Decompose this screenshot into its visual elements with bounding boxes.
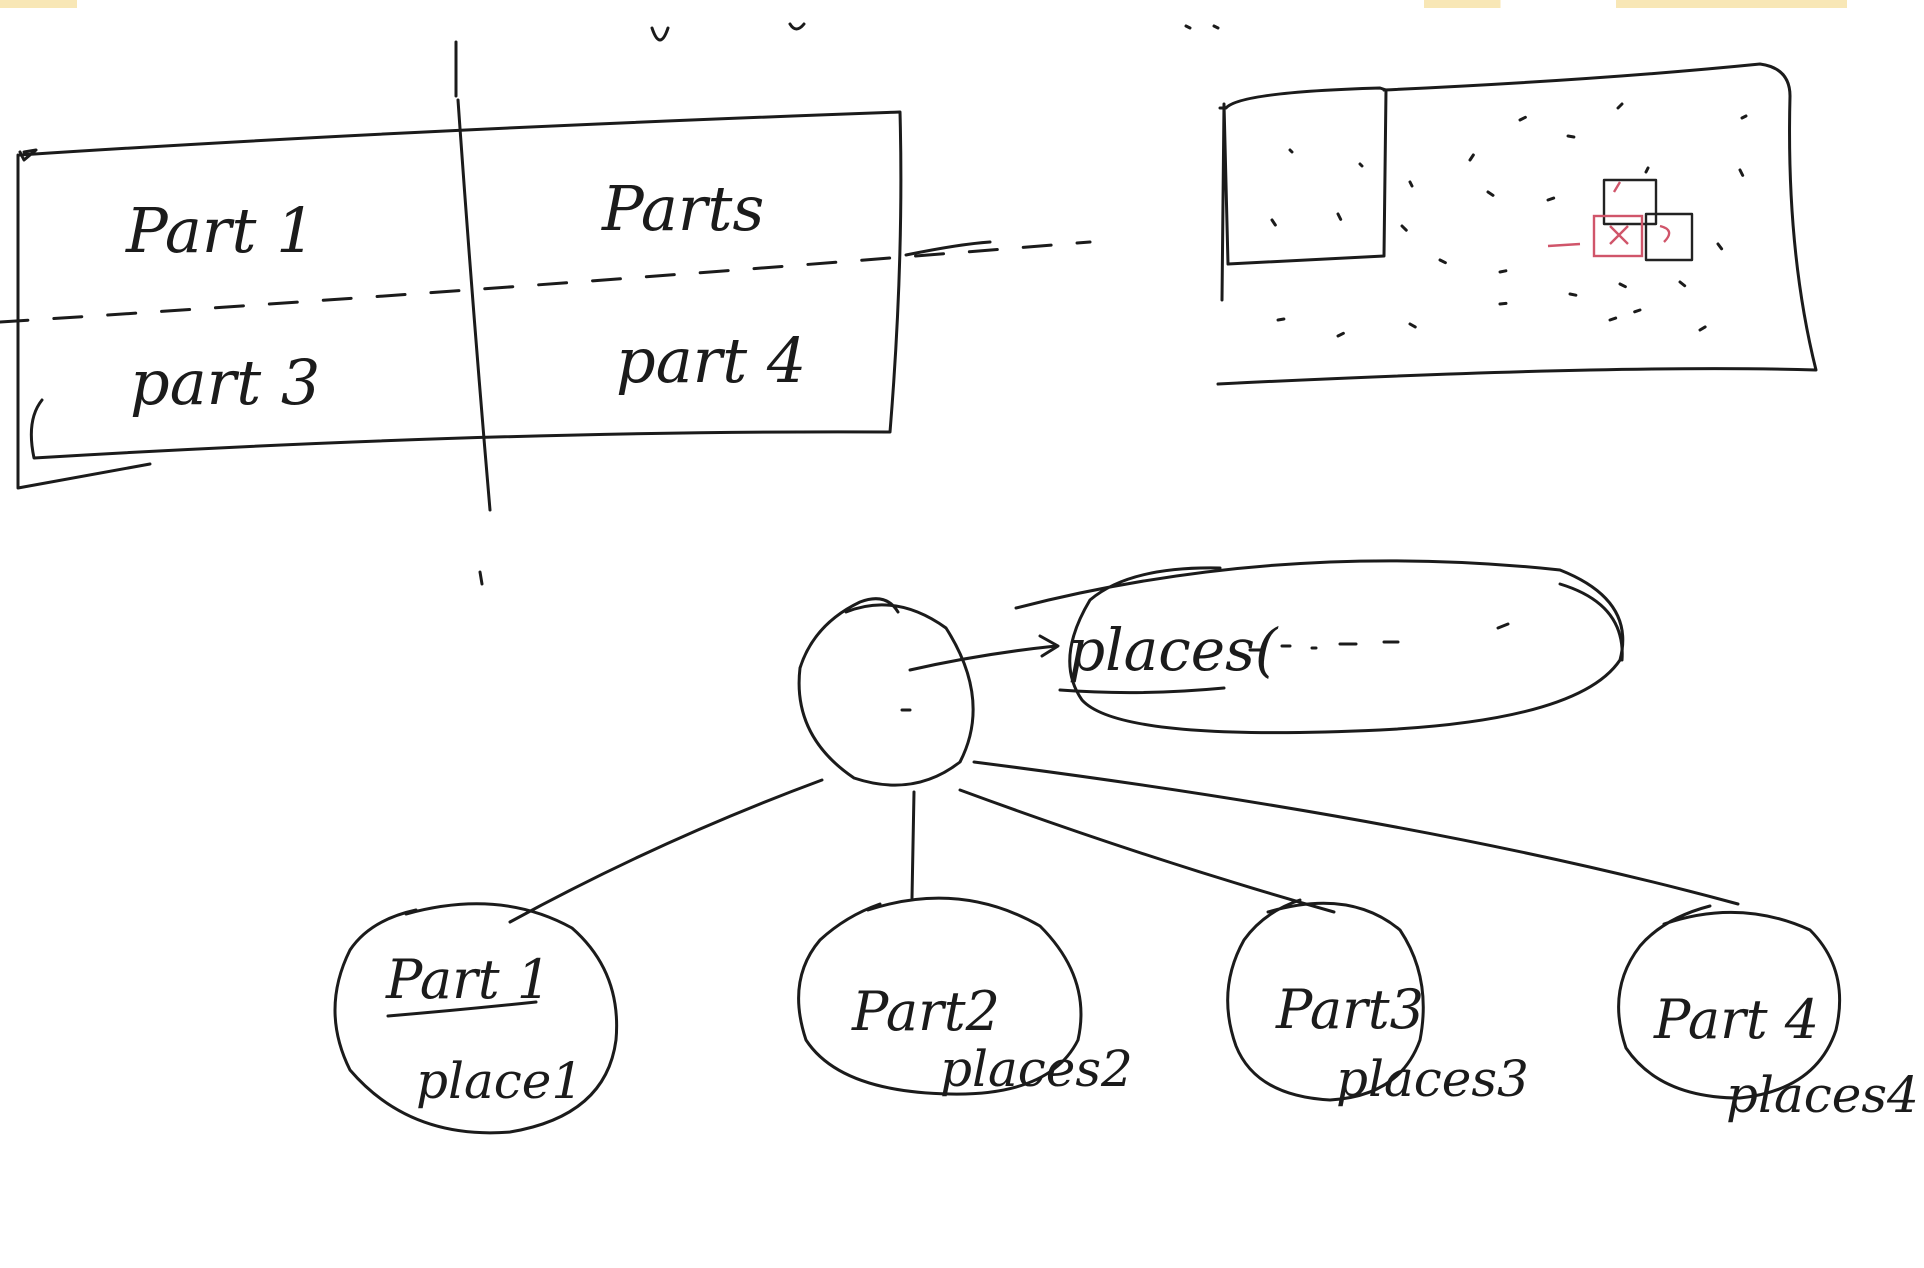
tree-child-part-3: Part3 places3 [1226, 898, 1529, 1108]
grid-cell-part-3: part 3 [130, 346, 320, 419]
cluster-red-marks [1547, 181, 1671, 248]
places-label: places( [1068, 616, 1279, 684]
child-node-circle [1617, 904, 1842, 1100]
top-stray-marks [650, 22, 1220, 42]
places-ellipse-tail [1558, 582, 1624, 662]
stray-mark [650, 26, 670, 42]
child-place: place1 [416, 1052, 583, 1110]
tree-diagram: places( Part 1 place1 Part2 places2 [333, 559, 1919, 1135]
edge-root-part4 [972, 760, 1740, 906]
cluster-red-box [1592, 214, 1644, 258]
cluster-box [1602, 178, 1658, 226]
grid-cell-part-2: Parts [601, 172, 764, 245]
grid-cell-part-1: Part 1 [125, 194, 316, 267]
places-ellipse [1014, 559, 1625, 735]
partition-grid: Part 1 Parts part 3 part 4 [0, 40, 1092, 586]
stray-mark [788, 22, 806, 31]
grid-outline [16, 110, 903, 490]
tree-child-part-1: Part 1 place1 [333, 902, 619, 1135]
grid-vertical-divider [454, 40, 492, 586]
edge-root-part2 [910, 790, 916, 900]
grid-cell-part-4: part 4 [616, 324, 806, 397]
child-name: Part2 [851, 980, 1000, 1043]
places-dash-trail [1248, 622, 1510, 652]
child-name-underline [386, 1000, 538, 1018]
child-place: places3 [1336, 1050, 1529, 1108]
child-node-circle [1226, 898, 1425, 1102]
child-name: Part 1 [385, 948, 551, 1011]
tree-child-part-2: Part2 places2 [797, 896, 1133, 1098]
edge-root-part3 [958, 788, 1336, 914]
root-arrow [908, 644, 1058, 672]
child-node-circle [333, 902, 619, 1135]
child-place: places4 [1726, 1066, 1919, 1124]
tree-child-part-4: Part 4 places4 [1617, 904, 1919, 1124]
cluster-box [1644, 212, 1694, 262]
child-name: Part3 [1275, 978, 1424, 1041]
child-node-circle [797, 896, 1083, 1096]
map-scatter-points [1270, 102, 1748, 338]
edge-root-part1 [508, 778, 824, 924]
child-place: places2 [940, 1040, 1133, 1098]
stray-mark [1184, 24, 1220, 30]
map-inner-box [1218, 86, 1388, 302]
map-sketch [1216, 62, 1818, 386]
map-outline [1216, 62, 1818, 386]
top-edge-strip [0, 0, 1924, 8]
grid-right-extension [904, 240, 992, 257]
root-arrow-head [1038, 634, 1060, 658]
map-highlight-cluster [1547, 178, 1694, 262]
places-underline [1058, 686, 1226, 695]
grid-horizontal-divider [0, 240, 1092, 324]
child-name: Part 4 [1653, 988, 1819, 1051]
tree-root-node [797, 597, 975, 787]
